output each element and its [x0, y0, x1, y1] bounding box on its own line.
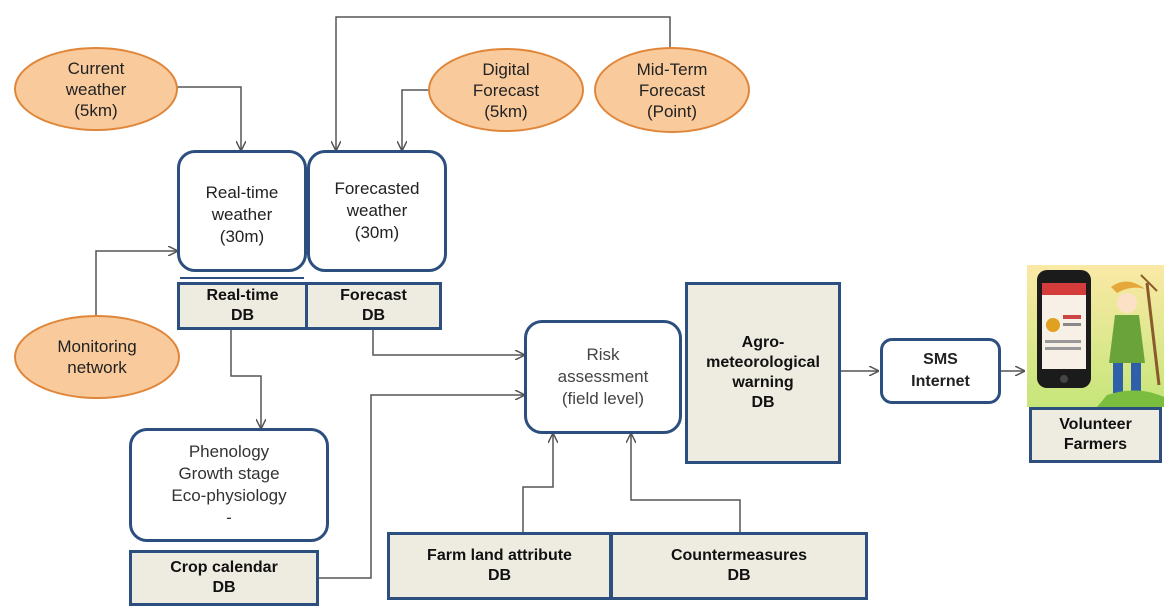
arrow-farmland-to-risk	[522, 434, 553, 532]
monitoring-network-node: Monitoring network	[14, 315, 180, 399]
arrow-countermeasures-to-risk	[631, 434, 741, 532]
arrow-monitoring-to-validation	[95, 251, 177, 315]
realtime-db: Real-time DB	[177, 282, 308, 330]
current-weather-node: Current weather (5km)	[14, 47, 178, 131]
digital-forecast-node: Digital Forecast (5km)	[428, 48, 584, 132]
risk-assessment-box: Risk assessment (field level)	[524, 320, 682, 434]
forecasted-weather-box: Forecasted weather (30m)	[307, 150, 447, 272]
arrow-realtime-db-to-phenology	[230, 329, 261, 428]
midterm-forecast-node: Mid-Term Forecast (Point)	[594, 47, 750, 133]
agro-warning-db: Agro- meteorological warning DB	[685, 282, 841, 464]
forecast-db: Forecast DB	[305, 282, 442, 330]
arrow-current-to-realtime	[176, 86, 241, 150]
realtime-weather-box: Real-time weather (30m) validation	[177, 150, 307, 305]
arrow-forecast-db-to-risk	[372, 329, 524, 355]
arrow-crop-calendar-to-risk	[319, 395, 524, 579]
farmer-illustration	[1027, 265, 1164, 407]
phenology-box: Phenology Growth stage Eco-physiology -	[129, 428, 329, 542]
farmer-with-smartphone-icon	[1037, 270, 1164, 407]
countermeasures-db: Countermeasures DB	[610, 532, 868, 600]
farmland-attribute-db: Farm land attribute DB	[387, 532, 612, 600]
volunteer-farmers-db: Volunteer Farmers	[1029, 407, 1162, 463]
crop-calendar-db: Crop calendar DB	[129, 550, 319, 606]
arrow-midterm-to-forecasted	[336, 16, 671, 150]
sms-internet-box: SMS Internet	[880, 338, 1001, 404]
realtime-weather-label: Real-time weather (30m)	[205, 183, 279, 246]
arrow-digital-to-forecasted	[402, 89, 430, 150]
